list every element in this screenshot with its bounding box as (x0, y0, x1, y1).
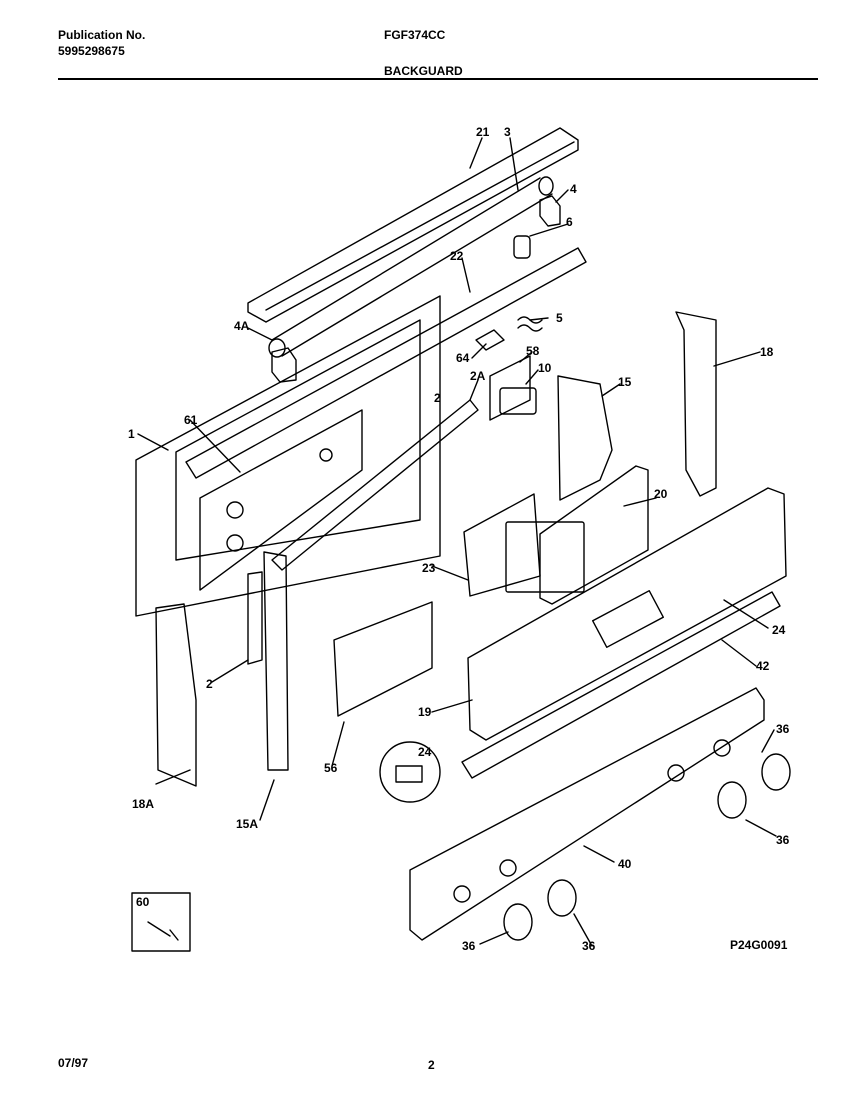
section-title: BACKGUARD (384, 64, 463, 78)
callout-21: 21 (476, 125, 490, 139)
callout-15: 15 (618, 375, 632, 389)
part-64-clip (475, 329, 505, 351)
part-22-panel (185, 247, 587, 479)
callout-4a: 4A (234, 319, 250, 333)
part-2a-rail (271, 399, 479, 571)
part-20-panel (539, 465, 649, 605)
callout-22: 22 (450, 249, 464, 263)
callout-4: 4 (570, 182, 577, 196)
callout-61: 61 (184, 413, 198, 427)
part-60-box (131, 892, 191, 952)
part-15-bracket (557, 375, 613, 501)
part-10-switch (499, 387, 537, 415)
callout-10: 10 (538, 361, 552, 375)
callout-3: 3 (504, 125, 511, 139)
part-6-socket (513, 235, 531, 259)
part-3-tube (271, 177, 553, 357)
part-24-inset (379, 741, 441, 803)
part-4a-bracket (271, 347, 297, 383)
callout-2-dup: 2 (434, 391, 441, 405)
part-18-endcap (675, 311, 717, 497)
callout-58: 58 (526, 344, 540, 358)
part-56-shield (333, 601, 433, 717)
callout-40: 40 (618, 857, 632, 871)
part-15a-bracket (263, 551, 289, 771)
publication-label: Publication No. (58, 28, 146, 42)
part-42-strip (461, 591, 781, 779)
callout-36-c: 36 (776, 833, 790, 847)
callout-15a: 15A (236, 817, 258, 831)
callout-64: 64 (456, 351, 470, 365)
part-23-board (463, 493, 541, 597)
publication-number: 5995298675 (58, 44, 125, 58)
callout-60: 60 (136, 895, 150, 909)
callout-36-a: 36 (462, 939, 476, 953)
callout-20: 20 (654, 487, 668, 501)
model-number: FGF374CC (384, 28, 446, 42)
callout-36-d: 36 (776, 722, 790, 736)
callout-42: 42 (756, 659, 770, 673)
callout-2a: 2A (470, 369, 486, 383)
part-58-bracket (489, 355, 531, 421)
part-61-panel (199, 409, 363, 591)
part-18a-endcap (155, 603, 197, 787)
page-number: 2 (428, 1058, 435, 1072)
part-19-console (467, 487, 787, 741)
part-4-bracket (539, 195, 561, 227)
part-1-backguard (135, 295, 441, 617)
callout-19: 19 (418, 705, 432, 719)
callout-6: 6 (566, 215, 573, 229)
knob-36-b (547, 879, 577, 917)
callout-24: 24 (772, 623, 786, 637)
knob-36-c (717, 781, 747, 819)
callout-24-inset: 24 (418, 745, 432, 759)
callout-1: 1 (128, 427, 135, 441)
callout-36-b: 36 (582, 939, 596, 953)
header-rule (58, 78, 818, 80)
clock-module (505, 521, 585, 593)
callout-18a: 18A (132, 797, 154, 811)
callout-56: 56 (324, 761, 338, 775)
callout-5: 5 (556, 311, 563, 325)
knob-36-d (761, 753, 791, 791)
footer-date: 07/97 (58, 1056, 89, 1070)
knob-36-a (503, 903, 533, 941)
callout-18: 18 (760, 345, 774, 359)
part-21-trim (247, 127, 579, 323)
drawing-code: P24G0091 (730, 938, 788, 952)
callout-23: 23 (422, 561, 436, 575)
part-40-panel (409, 687, 765, 941)
callout-2: 2 (206, 677, 213, 691)
part-2-bracket (247, 571, 263, 665)
